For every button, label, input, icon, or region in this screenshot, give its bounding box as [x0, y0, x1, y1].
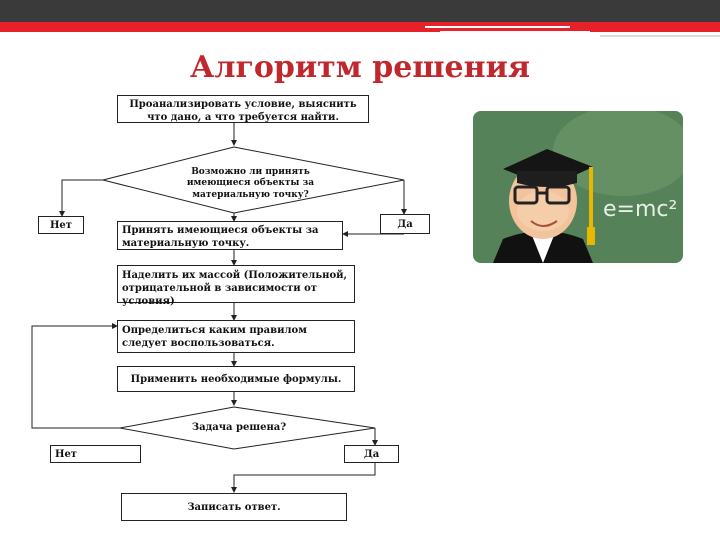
header-dark-strip — [0, 0, 720, 22]
yes-label-box-2: Да — [344, 445, 399, 463]
header-decor-line — [440, 31, 590, 33]
step-analyze-text: Проанализировать условие, выяснить что д… — [129, 99, 357, 123]
header-decor-line — [600, 35, 720, 37]
step-formulas-text: Применить необходимые формулы. — [130, 374, 342, 385]
step-answer-box: Записать ответ. — [121, 493, 347, 521]
student-graduate-photo: e=mc² — [473, 111, 683, 263]
step-rule-box: Определиться каким правилом следует восп… — [117, 320, 355, 353]
no-label-box-1: Нет — [38, 216, 84, 234]
header-decor-line — [425, 26, 570, 28]
no-label-box-2: Нет — [50, 445, 141, 463]
header-bar — [0, 0, 720, 37]
yes-label-box-1: Да — [380, 214, 430, 234]
step-formulas-box: Применить необходимые формулы. — [117, 366, 355, 392]
equation-text: e=mc² — [603, 197, 677, 222]
step-rule-text: Определиться каким правилом следует восп… — [122, 325, 307, 349]
step-mass-box: Наделить их массой (Положительной, отриц… — [117, 265, 355, 307]
step-accept-points-text: Принять имеющиеся объекты за материальну… — [122, 225, 319, 249]
step-mass-text: Наделить их массой (Положительной, отриц… — [122, 270, 348, 307]
yes-label-text-2: Да — [363, 449, 380, 460]
decision-diamond-solved — [119, 406, 376, 450]
no-label-text-2: Нет — [55, 449, 78, 460]
header-red-strip — [0, 22, 720, 32]
step-analyze-box: Проанализировать условие, выяснить что д… — [117, 95, 369, 123]
step-accept-points-box: Принять имеющиеся объекты за материальну… — [117, 221, 343, 250]
decision-material-point-text: Возможно ли принять имеющиеся объекты за… — [186, 167, 315, 200]
slide-title: Алгоритм решения — [189, 50, 531, 85]
step-answer-text: Записать ответ. — [187, 502, 281, 513]
decision-solved-text: Задача решена? — [191, 422, 287, 433]
yes-label-text-1: Да — [397, 219, 413, 230]
no-label-text-1: Нет — [49, 220, 72, 231]
